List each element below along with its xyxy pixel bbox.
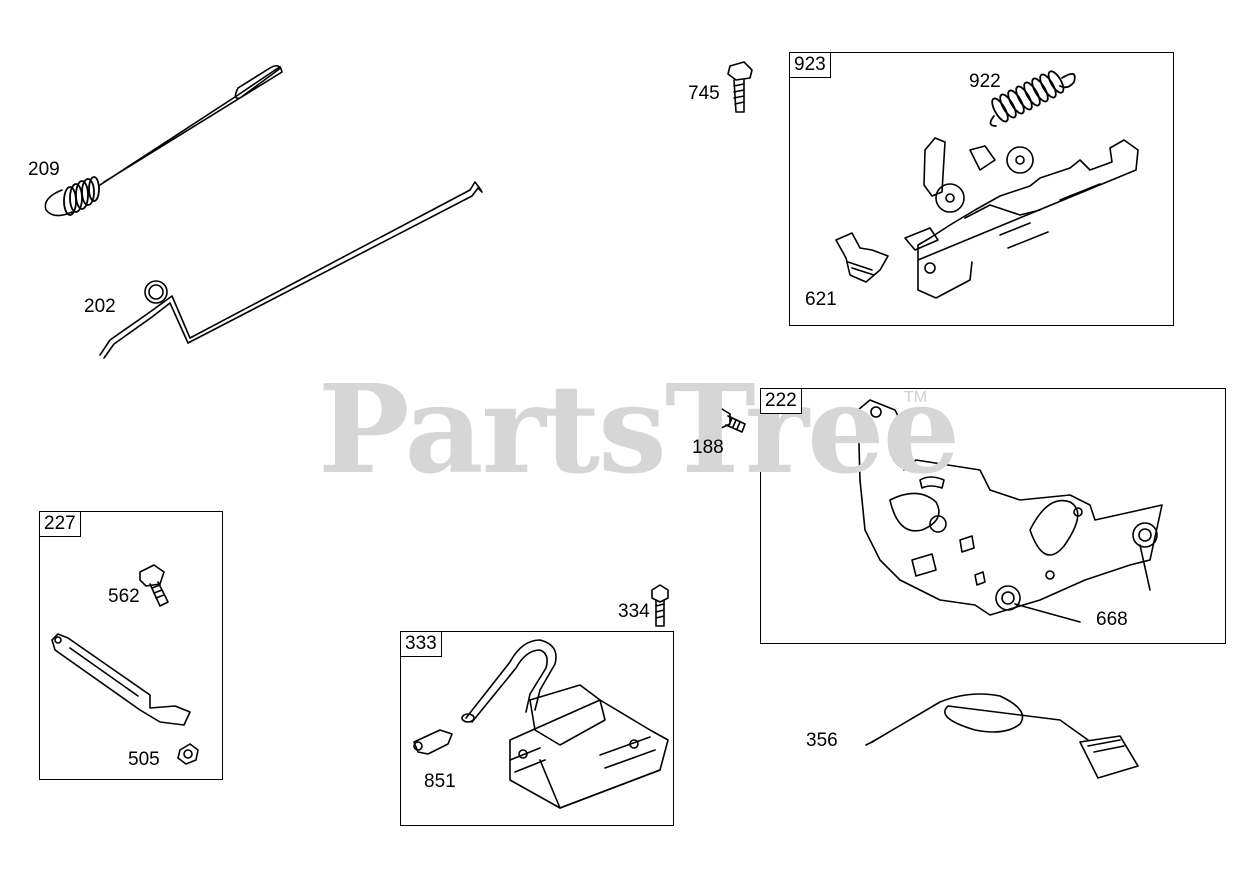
part-209-spring-drawing: [44, 64, 283, 217]
part-label-922[interactable]: 922: [969, 71, 1001, 92]
box-label-222[interactable]: 222: [760, 388, 802, 414]
part-745-bolt-drawing: [727, 61, 753, 113]
part-label-188[interactable]: 188: [692, 437, 724, 458]
part-356-wire-drawing: [865, 693, 1139, 779]
part-label-202[interactable]: 202: [84, 296, 116, 317]
part-label-668[interactable]: 668: [1096, 609, 1128, 630]
part-923-bracket-drawing: [904, 137, 1139, 299]
part-334-bolt-drawing: [651, 584, 669, 627]
part-202-rod-drawing: [99, 181, 483, 359]
part-label-851[interactable]: 851: [424, 771, 456, 792]
box-label-333[interactable]: 333: [400, 631, 442, 657]
part-188-bolt-drawing: [712, 408, 746, 433]
part-333-coil-drawing: [461, 639, 669, 809]
part-label-209[interactable]: 209: [28, 159, 60, 180]
part-227-lever-drawing: [51, 633, 191, 726]
trademark-mark: TM: [904, 389, 928, 406]
part-label-562[interactable]: 562: [108, 586, 140, 607]
part-label-334[interactable]: 334: [618, 601, 650, 622]
frame-923: [789, 52, 1174, 326]
part-505-nut-drawing: [177, 743, 199, 765]
box-label-923[interactable]: 923: [789, 52, 831, 78]
watermark-logo: PartsTree: [318, 357, 960, 501]
frame-222: [760, 388, 1226, 644]
part-562-bolt-drawing: [139, 564, 169, 607]
part-621-clip-drawing: [835, 232, 889, 283]
part-label-621[interactable]: 621: [805, 289, 837, 310]
part-label-356[interactable]: 356: [806, 730, 838, 751]
box-label-227[interactable]: 227: [39, 511, 81, 537]
part-label-505[interactable]: 505: [128, 749, 160, 770]
part-851-boot-drawing: [413, 729, 453, 755]
part-label-745[interactable]: 745: [688, 83, 720, 104]
part-922-spring-drawing: [989, 70, 1076, 127]
frame-227: [39, 511, 223, 780]
frame-333: [400, 631, 674, 826]
part-222-bracket-drawing: [857, 399, 1163, 623]
